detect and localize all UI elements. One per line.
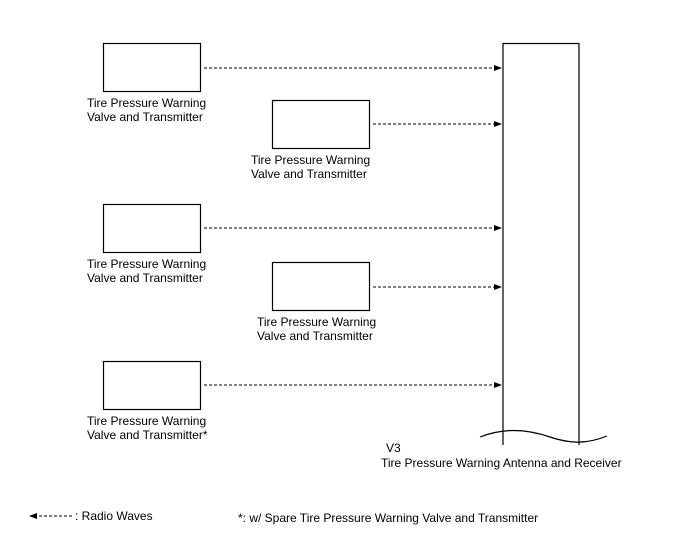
receiver-break-line xyxy=(479,429,608,443)
transmitter-box-5 xyxy=(102,360,202,411)
transmitter-box-2 xyxy=(271,99,371,150)
receiver-code: V3 xyxy=(386,441,401,455)
receiver-name: Tire Pressure Warning Antenna and Receiv… xyxy=(381,456,622,470)
transmitter-box-4 xyxy=(271,261,371,312)
receiver-box xyxy=(502,42,580,445)
transmitter-box-3 xyxy=(102,203,202,254)
transmitter-box-1 xyxy=(102,42,202,93)
footnote: *: w/ Spare Tire Pressure Warning Valve … xyxy=(238,511,539,525)
receiver-label: V3 Tire Pressure Warning Antenna and Rec… xyxy=(381,441,622,471)
legend-radio-waves: : Radio Waves xyxy=(75,509,153,523)
